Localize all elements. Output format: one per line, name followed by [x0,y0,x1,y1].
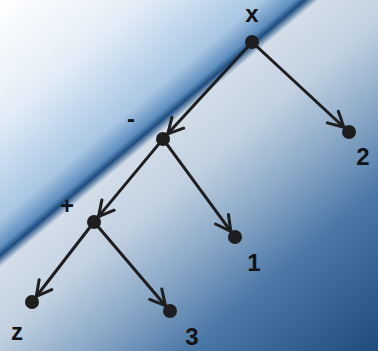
tree-node-dot: + [87,215,101,229]
tree-edge-arrow [36,228,89,297]
tree-node-dot: 1 [228,230,242,244]
node-label: z [11,320,23,344]
tree-node-dot: - [156,132,170,146]
node-label: + [60,194,74,218]
tree-node-dot: 2 [342,125,356,139]
tree-edge-arrow [168,47,248,134]
node-label: 3 [185,325,198,349]
tree-node-dot: 3 [163,304,177,318]
tree-node-dot: z [25,295,39,309]
node-label: x [245,2,258,26]
node-label: 2 [356,145,369,169]
tree-edge-arrow [99,227,166,305]
tree-edge-arrow [98,144,158,216]
node-label: - [127,107,135,131]
node-label: 1 [247,251,260,275]
tree-node-dot: x [245,35,259,49]
tree-edge-arrow [257,47,344,127]
tree-edge-arrow [167,145,231,232]
